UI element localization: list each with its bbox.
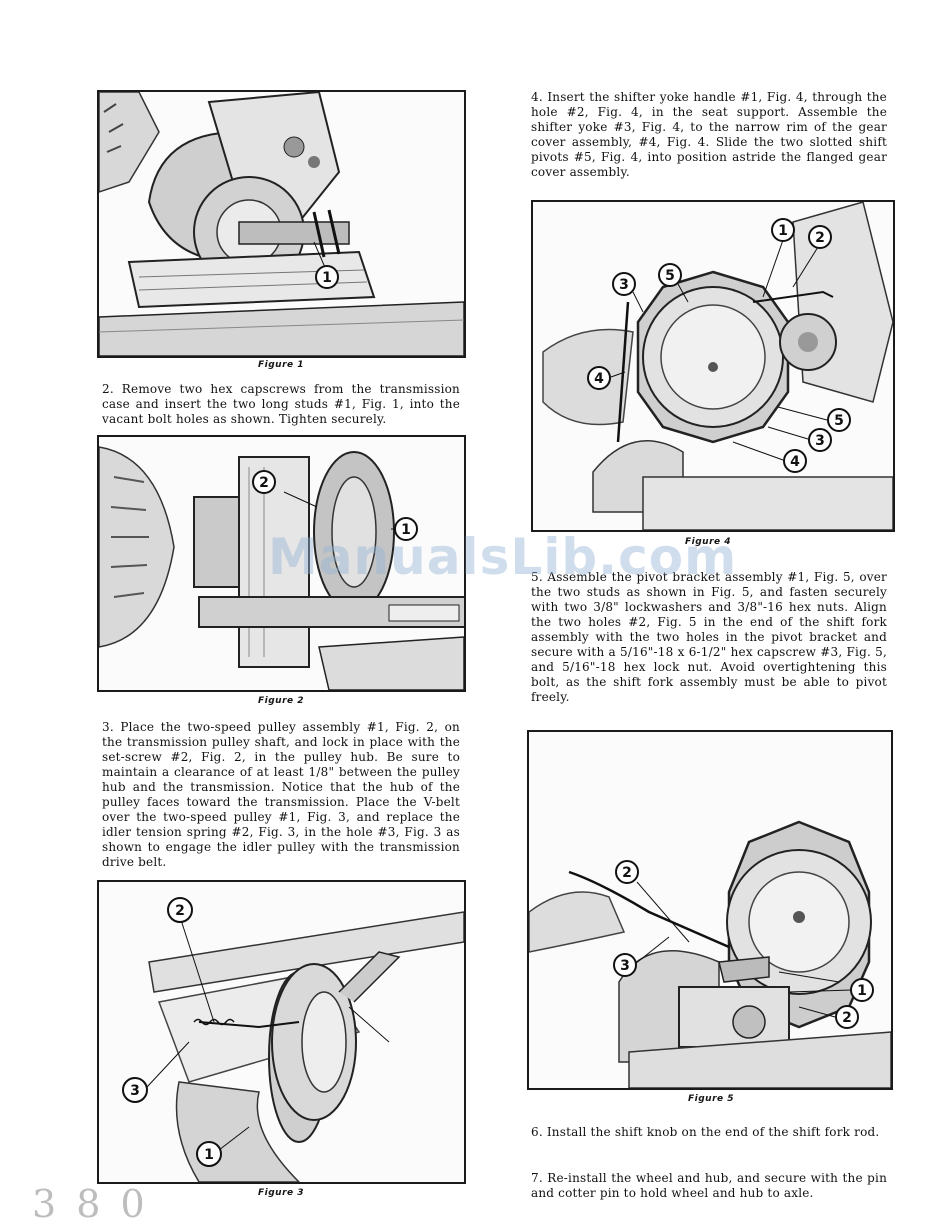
figure-1-callout-1-text: 1	[322, 270, 332, 286]
figure-2-drawing: 2 1	[99, 446, 464, 690]
figure-4-callout-2	[808, 225, 832, 249]
figure-2-caption: Figure 2	[257, 696, 305, 706]
figure-5-callout-1	[850, 978, 874, 1002]
figure-1-callout-1	[315, 265, 339, 289]
paragraph-step-2: 2. Remove two hex capscrews from the tra…	[102, 382, 460, 426]
figure-2-callout-2	[252, 470, 276, 494]
figure-3-callout-2	[167, 897, 193, 923]
figure-1-illustration: 1	[97, 90, 466, 358]
figure-5-drawing: 2 3 1 2	[529, 820, 891, 1088]
figure-4-callout-5-right-text: 5	[834, 413, 844, 429]
figure-3-callout-1-text: 1	[204, 1147, 214, 1163]
figure-5-illustration: 2 3 1 2	[527, 730, 893, 1090]
figure-5-callout-3-text: 3	[620, 958, 630, 974]
figure-2-illustration: 2 1	[97, 435, 466, 692]
figure-4-callout-3-right	[808, 428, 832, 452]
figure-2-callout-1	[394, 517, 418, 541]
figure-3-callout-2-text: 2	[175, 903, 185, 919]
figure-4-drawing: 1 2 3 5 4 5 3 4	[542, 202, 893, 530]
figure-1-drawing: 1	[99, 92, 464, 356]
paragraph-step-6: 6. Install the shift knob on the end of …	[531, 1125, 880, 1139]
figure-4-illustration: 1 2 3 5 4 5 3 4	[531, 200, 895, 532]
figure-1-caption: Figure 1	[257, 360, 305, 370]
figure-4-callout-3-left-text: 3	[619, 277, 629, 293]
figure-5-callout-1-text: 1	[857, 983, 867, 999]
page-scan-mark: 3 8 0	[32, 1182, 149, 1226]
figure-5-callout-2-top-text: 2	[622, 865, 632, 881]
figure-5-callout-2-top	[615, 860, 639, 884]
paragraph-step-4: 4. Insert the shifter yoke handle #1, Fi…	[531, 90, 887, 179]
figure-5-callout-3	[613, 953, 637, 977]
paragraph-step-7: 7. Re-install the wheel and hub, and sec…	[531, 1171, 887, 1200]
figure-4-caption: Figure 4	[684, 537, 732, 547]
figure-5-callout-2-bottom	[835, 1005, 859, 1029]
figure-4-callout-3-left	[612, 272, 636, 296]
figure-4-callout-1-text: 1	[778, 223, 788, 239]
figure-4-callout-4-left	[587, 366, 611, 390]
figure-2-callout-2-text: 2	[259, 475, 269, 491]
figure-4-callout-3-right-text: 3	[815, 433, 825, 449]
figure-4-callout-5-top-text: 5	[665, 268, 675, 284]
paragraph-step-5: 5. Assemble the pivot bracket assembly #…	[531, 570, 887, 704]
figure-4-callout-4-right	[783, 449, 807, 473]
paragraph-step-3: 3. Place the two-speed pulley assembly #…	[102, 720, 460, 869]
figure-2-callout-1-text: 1	[401, 522, 411, 538]
figure-3-callout-3-text: 3	[130, 1083, 140, 1099]
figure-4-callout-4-left-text: 4	[594, 371, 604, 387]
figure-4-callout-1	[771, 218, 795, 242]
figure-3-illustration: 2 3 1	[97, 880, 466, 1184]
figure-5-caption: Figure 5	[687, 1094, 735, 1104]
figure-3-caption: Figure 3	[257, 1188, 305, 1198]
figure-4-callout-4-right-text: 4	[790, 454, 800, 470]
figure-3-callout-3	[122, 1077, 148, 1103]
figure-4-callout-2-text: 2	[815, 230, 825, 246]
figure-3-callout-1	[196, 1141, 222, 1167]
figure-3-drawing: 2 3 1	[122, 897, 464, 1182]
figure-4-callout-5-top	[658, 263, 682, 287]
figure-4-callout-5-right	[827, 408, 851, 432]
figure-5-callout-2-bottom-text: 2	[842, 1010, 852, 1026]
